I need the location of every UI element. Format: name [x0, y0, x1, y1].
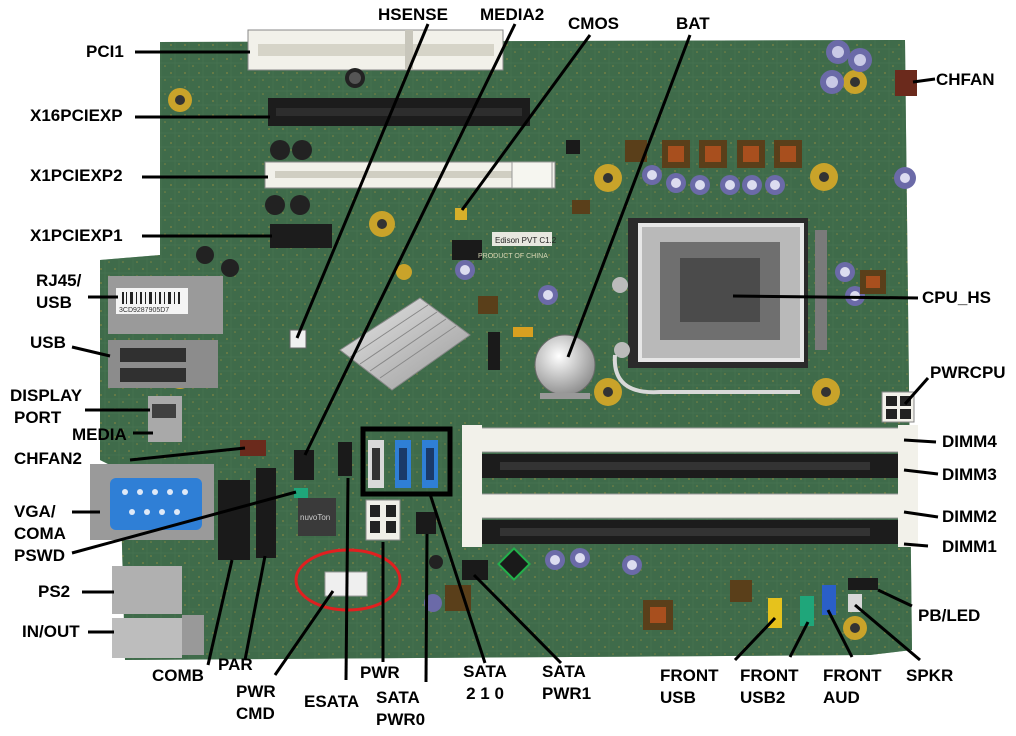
label-spkr: SPKR: [906, 666, 954, 685]
label-display-port: PORT: [14, 408, 62, 427]
label-sata-pwr1-1: SATA: [542, 662, 586, 681]
label-vga: VGA/: [14, 502, 56, 521]
label-dimm1: DIMM1: [942, 537, 997, 556]
silkscreen: Edison PVT C1.2 PRODUCT OF CHINA: [478, 232, 557, 260]
cmos-jumper: [455, 208, 467, 220]
mounting-holes: [168, 70, 867, 640]
label-chfan2: CHFAN2: [14, 449, 83, 468]
label-sata-pwr1-2: PWR1: [542, 684, 592, 703]
label-front-usb-2: USB: [660, 688, 696, 707]
label-sata-pwr0-1: SATA: [376, 688, 420, 707]
leader-lines: [71, 23, 939, 683]
label-x16pciexp: X16PCIEXP: [30, 106, 123, 125]
label-par: PAR: [218, 655, 253, 674]
label-ps2: PS2: [38, 582, 71, 601]
label-display: DISPLAY: [10, 386, 83, 405]
label-hsense: HSENSE: [378, 5, 448, 24]
label-front-usb-1: FRONT: [660, 666, 719, 685]
pwrcpu-connector: [881, 391, 915, 423]
label-front-aud-1: FRONT: [823, 666, 882, 685]
label-pwrcpu: PWRCPU: [930, 363, 1006, 382]
label-sata-pwr0-2: PWR0: [376, 710, 426, 729]
yellow-capacitor: [513, 327, 533, 337]
label-pwr-cmd-1: PWR: [236, 682, 276, 701]
label-dimm4: DIMM4: [942, 432, 997, 451]
label-sata-210-2: 2 1 0: [466, 684, 504, 703]
label-cpu-hs: CPU_HS: [922, 288, 991, 307]
label-front-aud-2: AUD: [823, 688, 860, 707]
sticker-code-text: 3CD9287905D7: [119, 307, 169, 314]
cpu-socket: [612, 218, 827, 395]
label-front-usb2-2: USB2: [740, 688, 786, 707]
label-sata-210-1: SATA: [463, 662, 507, 681]
made-in-text: PRODUCT OF CHINA: [478, 253, 548, 260]
label-comb: COMB: [152, 666, 204, 685]
pci1-slot: [247, 29, 504, 71]
vrm-inductors: [445, 140, 886, 630]
label-bat: BAT: [676, 14, 710, 33]
label-media2: MEDIA2: [480, 5, 545, 24]
vga-chip-text: nuvoTon: [300, 513, 330, 522]
x1pciexp1-slot: [270, 224, 332, 248]
label-dimm3: DIMM3: [942, 465, 997, 484]
label-x1pciexp2: X1PCIEXP2: [30, 166, 123, 185]
sata-highlight-box: [360, 426, 453, 497]
label-esata: ESATA: [304, 692, 360, 711]
model-tag-text: Edison PVT C1.2: [495, 236, 557, 245]
sata-ports: [368, 440, 438, 488]
label-vga-coma: COMA: [14, 524, 66, 543]
label-usb: USB: [30, 333, 66, 352]
label-rj45: RJ45/: [36, 271, 82, 290]
capacitors: [196, 40, 916, 612]
rear-io: 3CD9287905D7: [90, 276, 223, 658]
dimm-slots: [462, 425, 918, 547]
label-pswd: PSWD: [14, 546, 65, 565]
label-x1pciexp1: X1PCIEXP1: [30, 226, 123, 245]
label-pwr: PWR: [360, 663, 400, 682]
label-front-usb2-1: FRONT: [740, 666, 799, 685]
cmos-battery: [534, 334, 596, 399]
label-pb-led: PB/LED: [918, 606, 981, 625]
label-pwr-cmd-2: CMD: [236, 704, 275, 723]
label-media: MEDIA: [72, 425, 127, 444]
label-rj45-usb: USB: [36, 293, 72, 312]
chfan-connector: [895, 70, 917, 96]
label-chfan: CHFAN: [936, 70, 995, 89]
label-inout: IN/OUT: [22, 622, 80, 641]
x16pciexp-slot: [268, 98, 530, 126]
x1pciexp2-slot: [264, 161, 556, 189]
label-dimm2: DIMM2: [942, 507, 997, 526]
chipset-heatsink: [339, 297, 471, 391]
label-pci1: PCI1: [86, 42, 124, 61]
label-cmos: CMOS: [568, 14, 619, 33]
